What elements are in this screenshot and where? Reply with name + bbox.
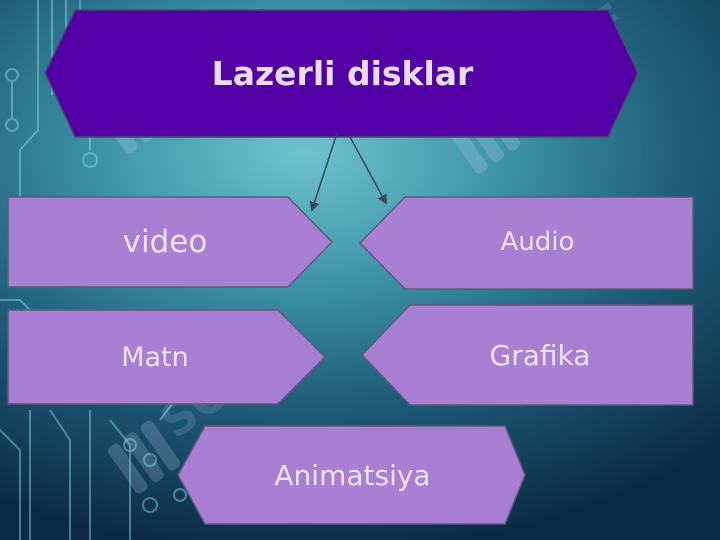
- grafika-shape: [360, 304, 694, 406]
- diagram-title: Lazerli disklar: [211, 54, 474, 93]
- arrow-to-audio: [349, 136, 387, 205]
- animatsiya-hexagon: [177, 425, 526, 525]
- title-hexagon: [44, 9, 639, 138]
- audio-shape: [358, 196, 694, 290]
- matn-label: Matn: [121, 341, 189, 373]
- audio-label: Audio: [500, 227, 575, 257]
- grafika-label: Grafika: [489, 338, 591, 372]
- arrow-to-video: [309, 132, 338, 212]
- video-label: video: [122, 224, 208, 260]
- animatsiya-label: Animatsiya: [274, 458, 431, 492]
- matn-shape: [7, 309, 327, 405]
- video-shape: [7, 196, 334, 288]
